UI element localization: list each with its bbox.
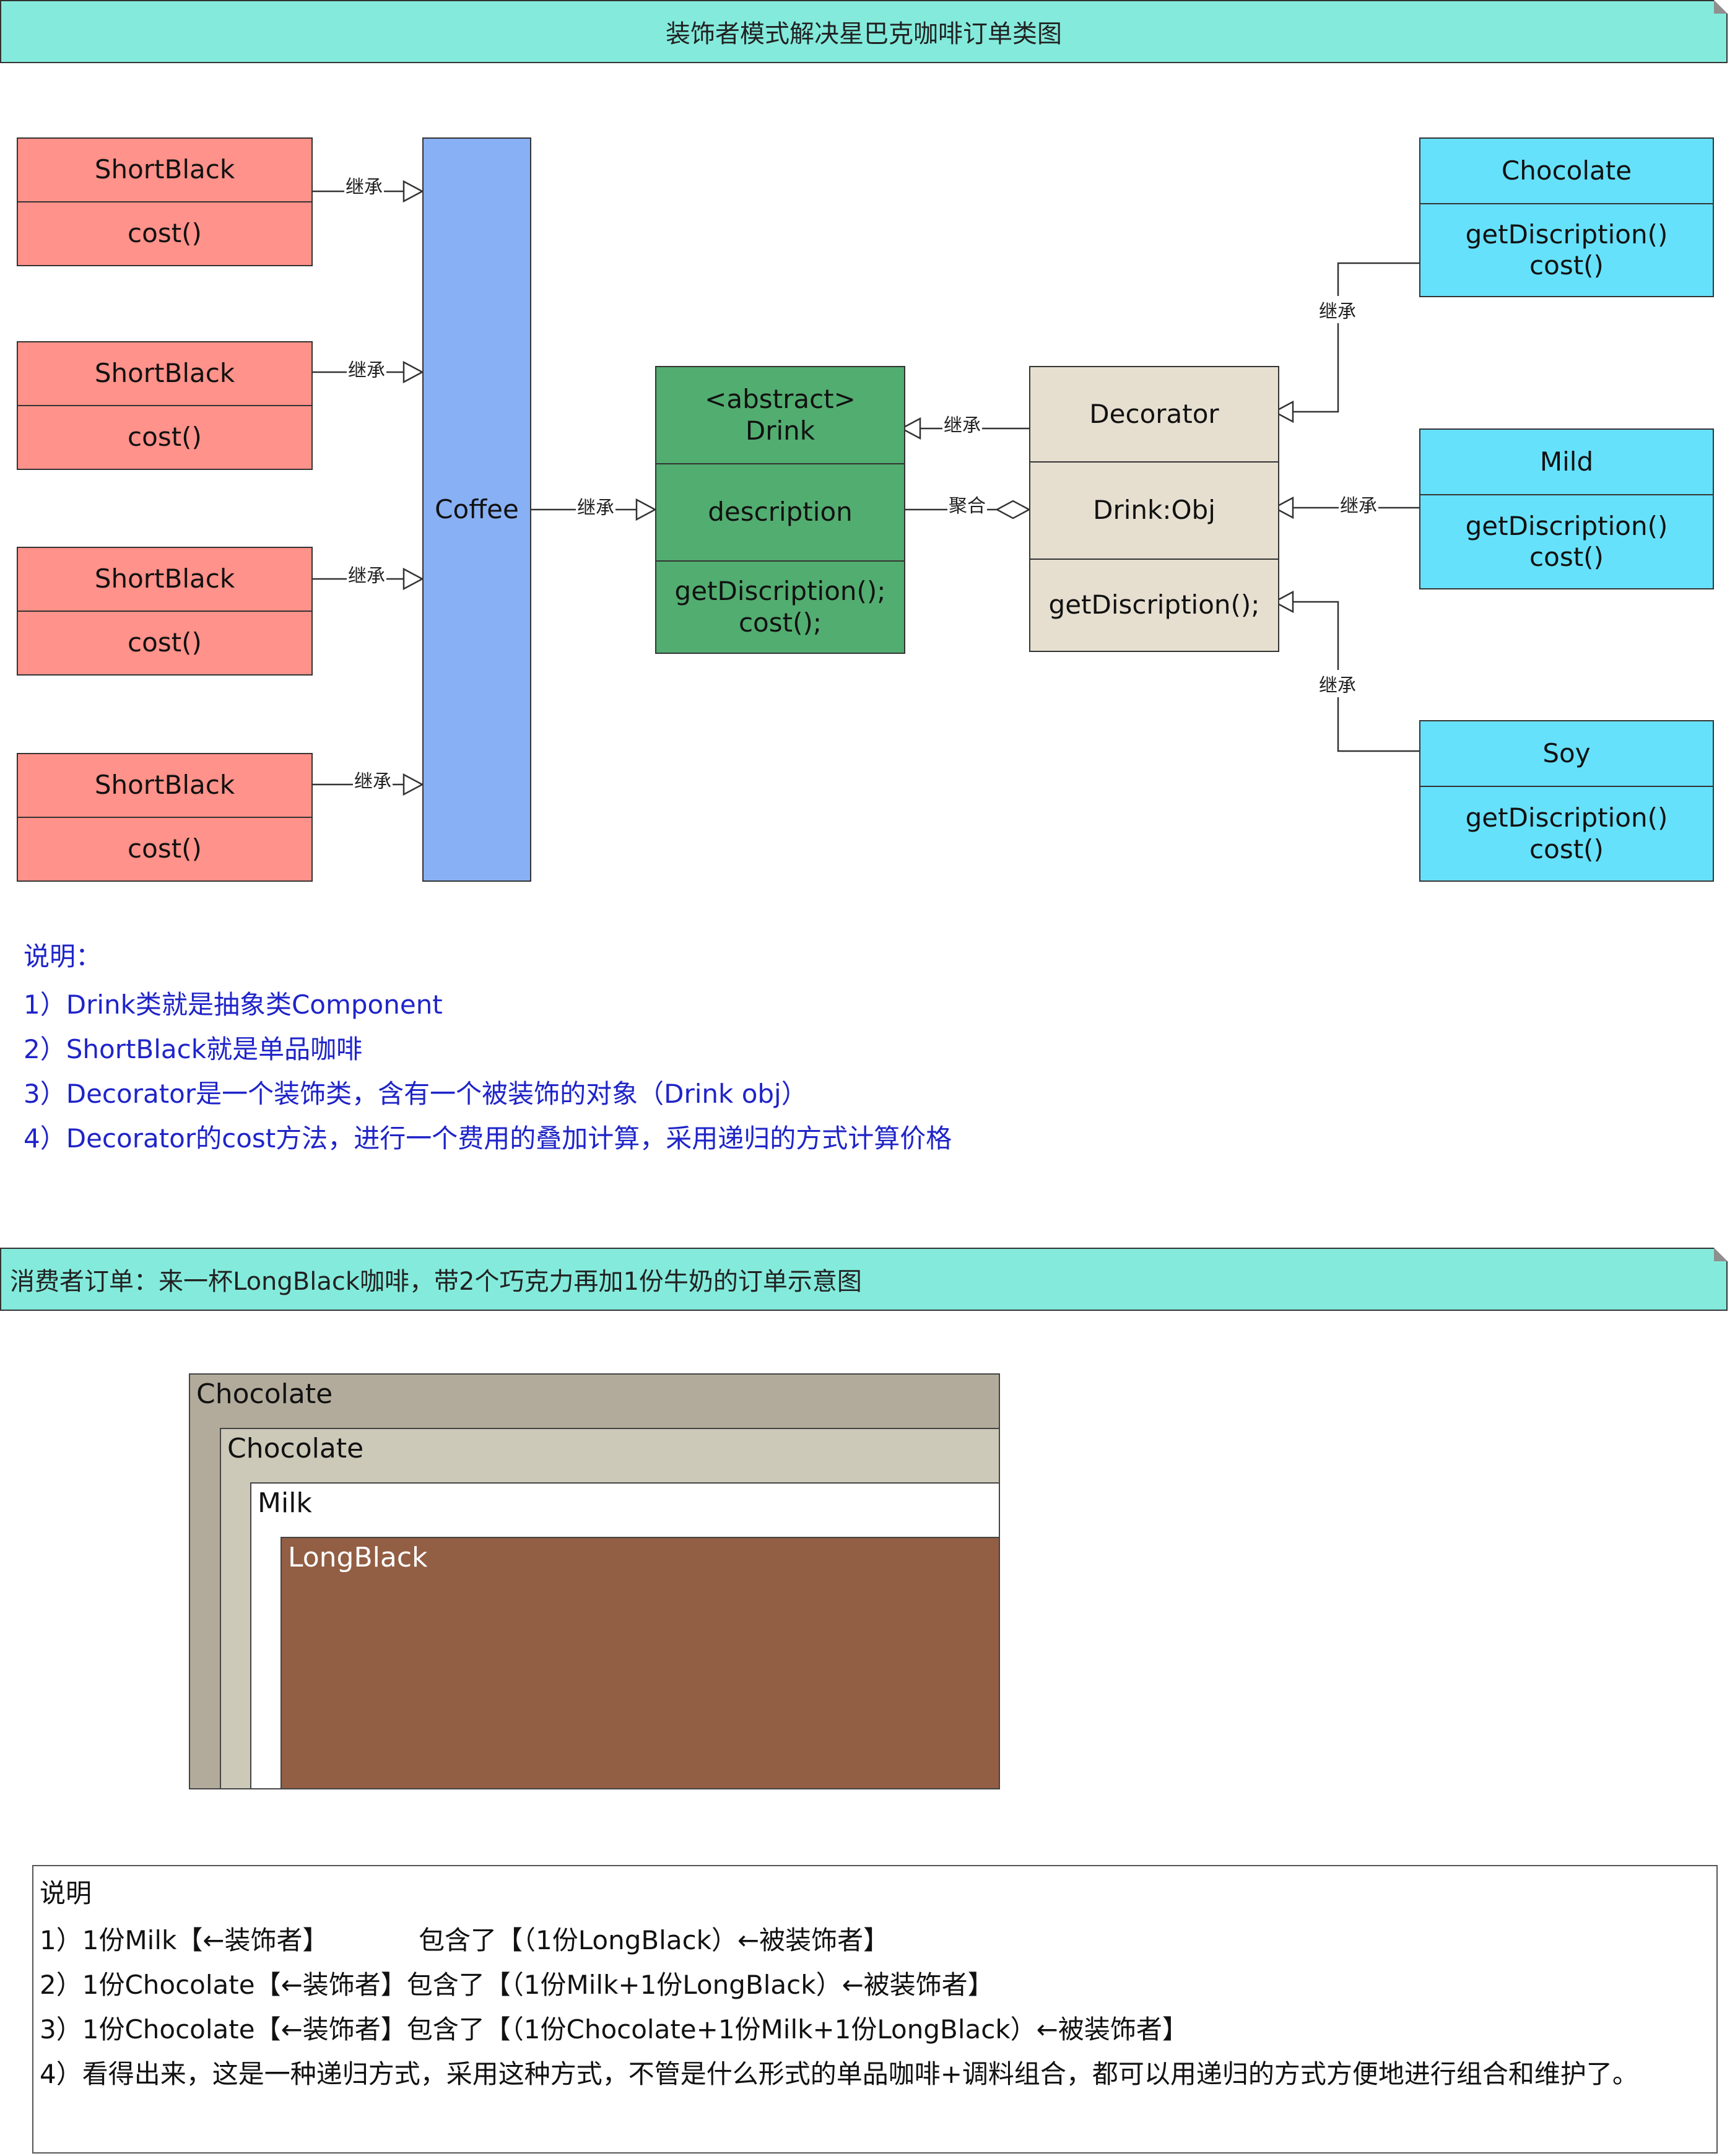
notes-section-1: 说明： 1）Drink类就是抽象类Component 2）ShortBlack就… bbox=[24, 938, 1076, 1161]
notes-box-2: 说明 1）1份Milk【←装饰者】 包含了【（1份LongBlack）←被装饰者… bbox=[32, 1865, 1718, 2154]
layer-label: Chocolate bbox=[227, 1433, 364, 1464]
arrowhead-1 bbox=[402, 180, 424, 203]
aggregation-diamond bbox=[995, 500, 1031, 519]
shortblack-class-4[interactable]: ShortBlack cost() bbox=[17, 753, 313, 882]
diagram-title: 装饰者模式解决星巴克咖啡订单类图 bbox=[666, 20, 1062, 48]
class-attribute: description bbox=[656, 463, 904, 560]
label-inherit-4: 继承 bbox=[353, 766, 393, 793]
note-line-4: 4）Decorator的cost方法，进行一个费用的叠加计算，采用递归的方式计算… bbox=[24, 1123, 952, 1154]
label-inherit-chocolate: 继承 bbox=[1318, 296, 1357, 323]
class-name: ShortBlack bbox=[94, 563, 235, 594]
class-methods: getDiscription() cost() bbox=[1420, 203, 1713, 296]
note-line-3: 3）Decorator是一个装饰类，含有一个被装饰的对象（Drink obj） bbox=[24, 1079, 807, 1109]
notes2-line-1-head: 1）1份Milk【←装饰者】 bbox=[40, 1925, 329, 1955]
note-line-2: 2）ShortBlack就是单品咖啡 bbox=[24, 1034, 363, 1064]
arrowhead-chocolate bbox=[1272, 400, 1294, 424]
arrowhead-soy bbox=[1272, 590, 1294, 614]
arrowhead-mild bbox=[1272, 496, 1294, 519]
mild-class[interactable]: Mild getDiscription() cost() bbox=[1419, 428, 1714, 589]
label-aggregate: 聚合 bbox=[947, 490, 987, 518]
fold-corner bbox=[1714, 1248, 1728, 1261]
class-methods: getDiscription() cost() bbox=[1420, 786, 1713, 880]
class-name: <abstract> Drink bbox=[705, 384, 856, 446]
arrowhead-4 bbox=[402, 773, 424, 796]
arrowhead-2 bbox=[402, 360, 424, 384]
notes2-line-2: 2）1份Chocolate【←装饰者】包含了【（1份Milk+1份LongBla… bbox=[40, 1970, 994, 2000]
label-inherit-2: 继承 bbox=[347, 355, 386, 382]
class-method: cost() bbox=[18, 405, 311, 469]
decorator-class[interactable]: Decorator Drink:Obj getDiscription(); bbox=[1029, 366, 1279, 652]
notes2-line-1: 1）1份Milk【←装饰者】 包含了【（1份LongBlack）←被装饰者】 bbox=[40, 1918, 1710, 1963]
title-bar-order-diagram: 消费者订单：来一杯LongBlack咖啡，带2个巧克力再加1份牛奶的订单示意图 bbox=[0, 1248, 1728, 1311]
class-name: Decorator bbox=[1089, 398, 1219, 429]
order-title: 消费者订单：来一杯LongBlack咖啡，带2个巧克力再加1份牛奶的订单示意图 bbox=[10, 1267, 862, 1296]
fold-corner bbox=[1714, 0, 1728, 14]
class-methods: getDiscription() cost() bbox=[1420, 494, 1713, 588]
chocolate-class[interactable]: Chocolate getDiscription() cost() bbox=[1419, 137, 1714, 297]
title-bar-class-diagram: 装饰者模式解决星巴克咖啡订单类图 bbox=[0, 0, 1728, 63]
notes2-line-4: 4）看得出来，这是一种递归方式，采用这种方式，不管是什么形式的单品咖啡+调料组合… bbox=[40, 2059, 1638, 2089]
class-name: Mild bbox=[1539, 446, 1594, 477]
class-attribute: Drink:Obj bbox=[1030, 461, 1278, 559]
class-name: Coffee bbox=[435, 493, 519, 524]
notes-heading: 说明： bbox=[24, 941, 102, 972]
label-inherit-decorator-drink: 继承 bbox=[942, 410, 982, 437]
notes2-line-3: 3）1份Chocolate【←装饰者】包含了【（1份Chocolate+1份Mi… bbox=[40, 2014, 1188, 2045]
arrowhead-3 bbox=[402, 567, 424, 591]
shortblack-class-2[interactable]: ShortBlack cost() bbox=[17, 341, 313, 470]
class-name: ShortBlack bbox=[94, 154, 235, 185]
label-inherit-soy: 继承 bbox=[1318, 670, 1357, 697]
coffee-class[interactable]: Coffee bbox=[422, 137, 531, 882]
class-method: cost() bbox=[18, 817, 311, 880]
class-method: cost() bbox=[18, 611, 311, 674]
shortblack-class-1[interactable]: ShortBlack cost() bbox=[17, 137, 313, 266]
layer-label: Milk bbox=[258, 1487, 312, 1519]
arrowhead-coffee-drink bbox=[635, 498, 657, 521]
class-method: getDiscription(); bbox=[1030, 559, 1278, 651]
arrowhead-decorator-drink bbox=[900, 417, 921, 440]
longblack-layer: LongBlack bbox=[280, 1537, 1000, 1789]
soy-class[interactable]: Soy getDiscription() cost() bbox=[1419, 720, 1714, 882]
layer-label: LongBlack bbox=[288, 1542, 428, 1573]
notes2-heading: 说明 bbox=[40, 1878, 92, 1908]
class-name: ShortBlack bbox=[94, 358, 235, 389]
label-inherit-coffee-drink: 继承 bbox=[576, 492, 615, 519]
edge-chocolate-decorator bbox=[1291, 262, 1419, 413]
class-method: getDiscription(); cost(); bbox=[656, 560, 904, 653]
label-inherit-mild: 继承 bbox=[1339, 490, 1378, 518]
layer-label: Chocolate bbox=[196, 1378, 333, 1410]
class-name: Soy bbox=[1542, 737, 1591, 768]
class-method: cost() bbox=[18, 201, 311, 265]
notes2-line-1-tail: 包含了【（1份LongBlack）←被装饰者】 bbox=[419, 1925, 890, 1955]
class-name: ShortBlack bbox=[94, 770, 235, 801]
note-line-1: 1）Drink类就是抽象类Component bbox=[24, 989, 443, 1020]
shortblack-class-3[interactable]: ShortBlack cost() bbox=[17, 547, 313, 676]
label-inherit-3: 继承 bbox=[347, 560, 386, 588]
drink-class[interactable]: <abstract> Drink description getDiscript… bbox=[655, 366, 905, 654]
label-inherit-1: 继承 bbox=[344, 172, 384, 199]
class-name: Chocolate bbox=[1501, 155, 1632, 186]
